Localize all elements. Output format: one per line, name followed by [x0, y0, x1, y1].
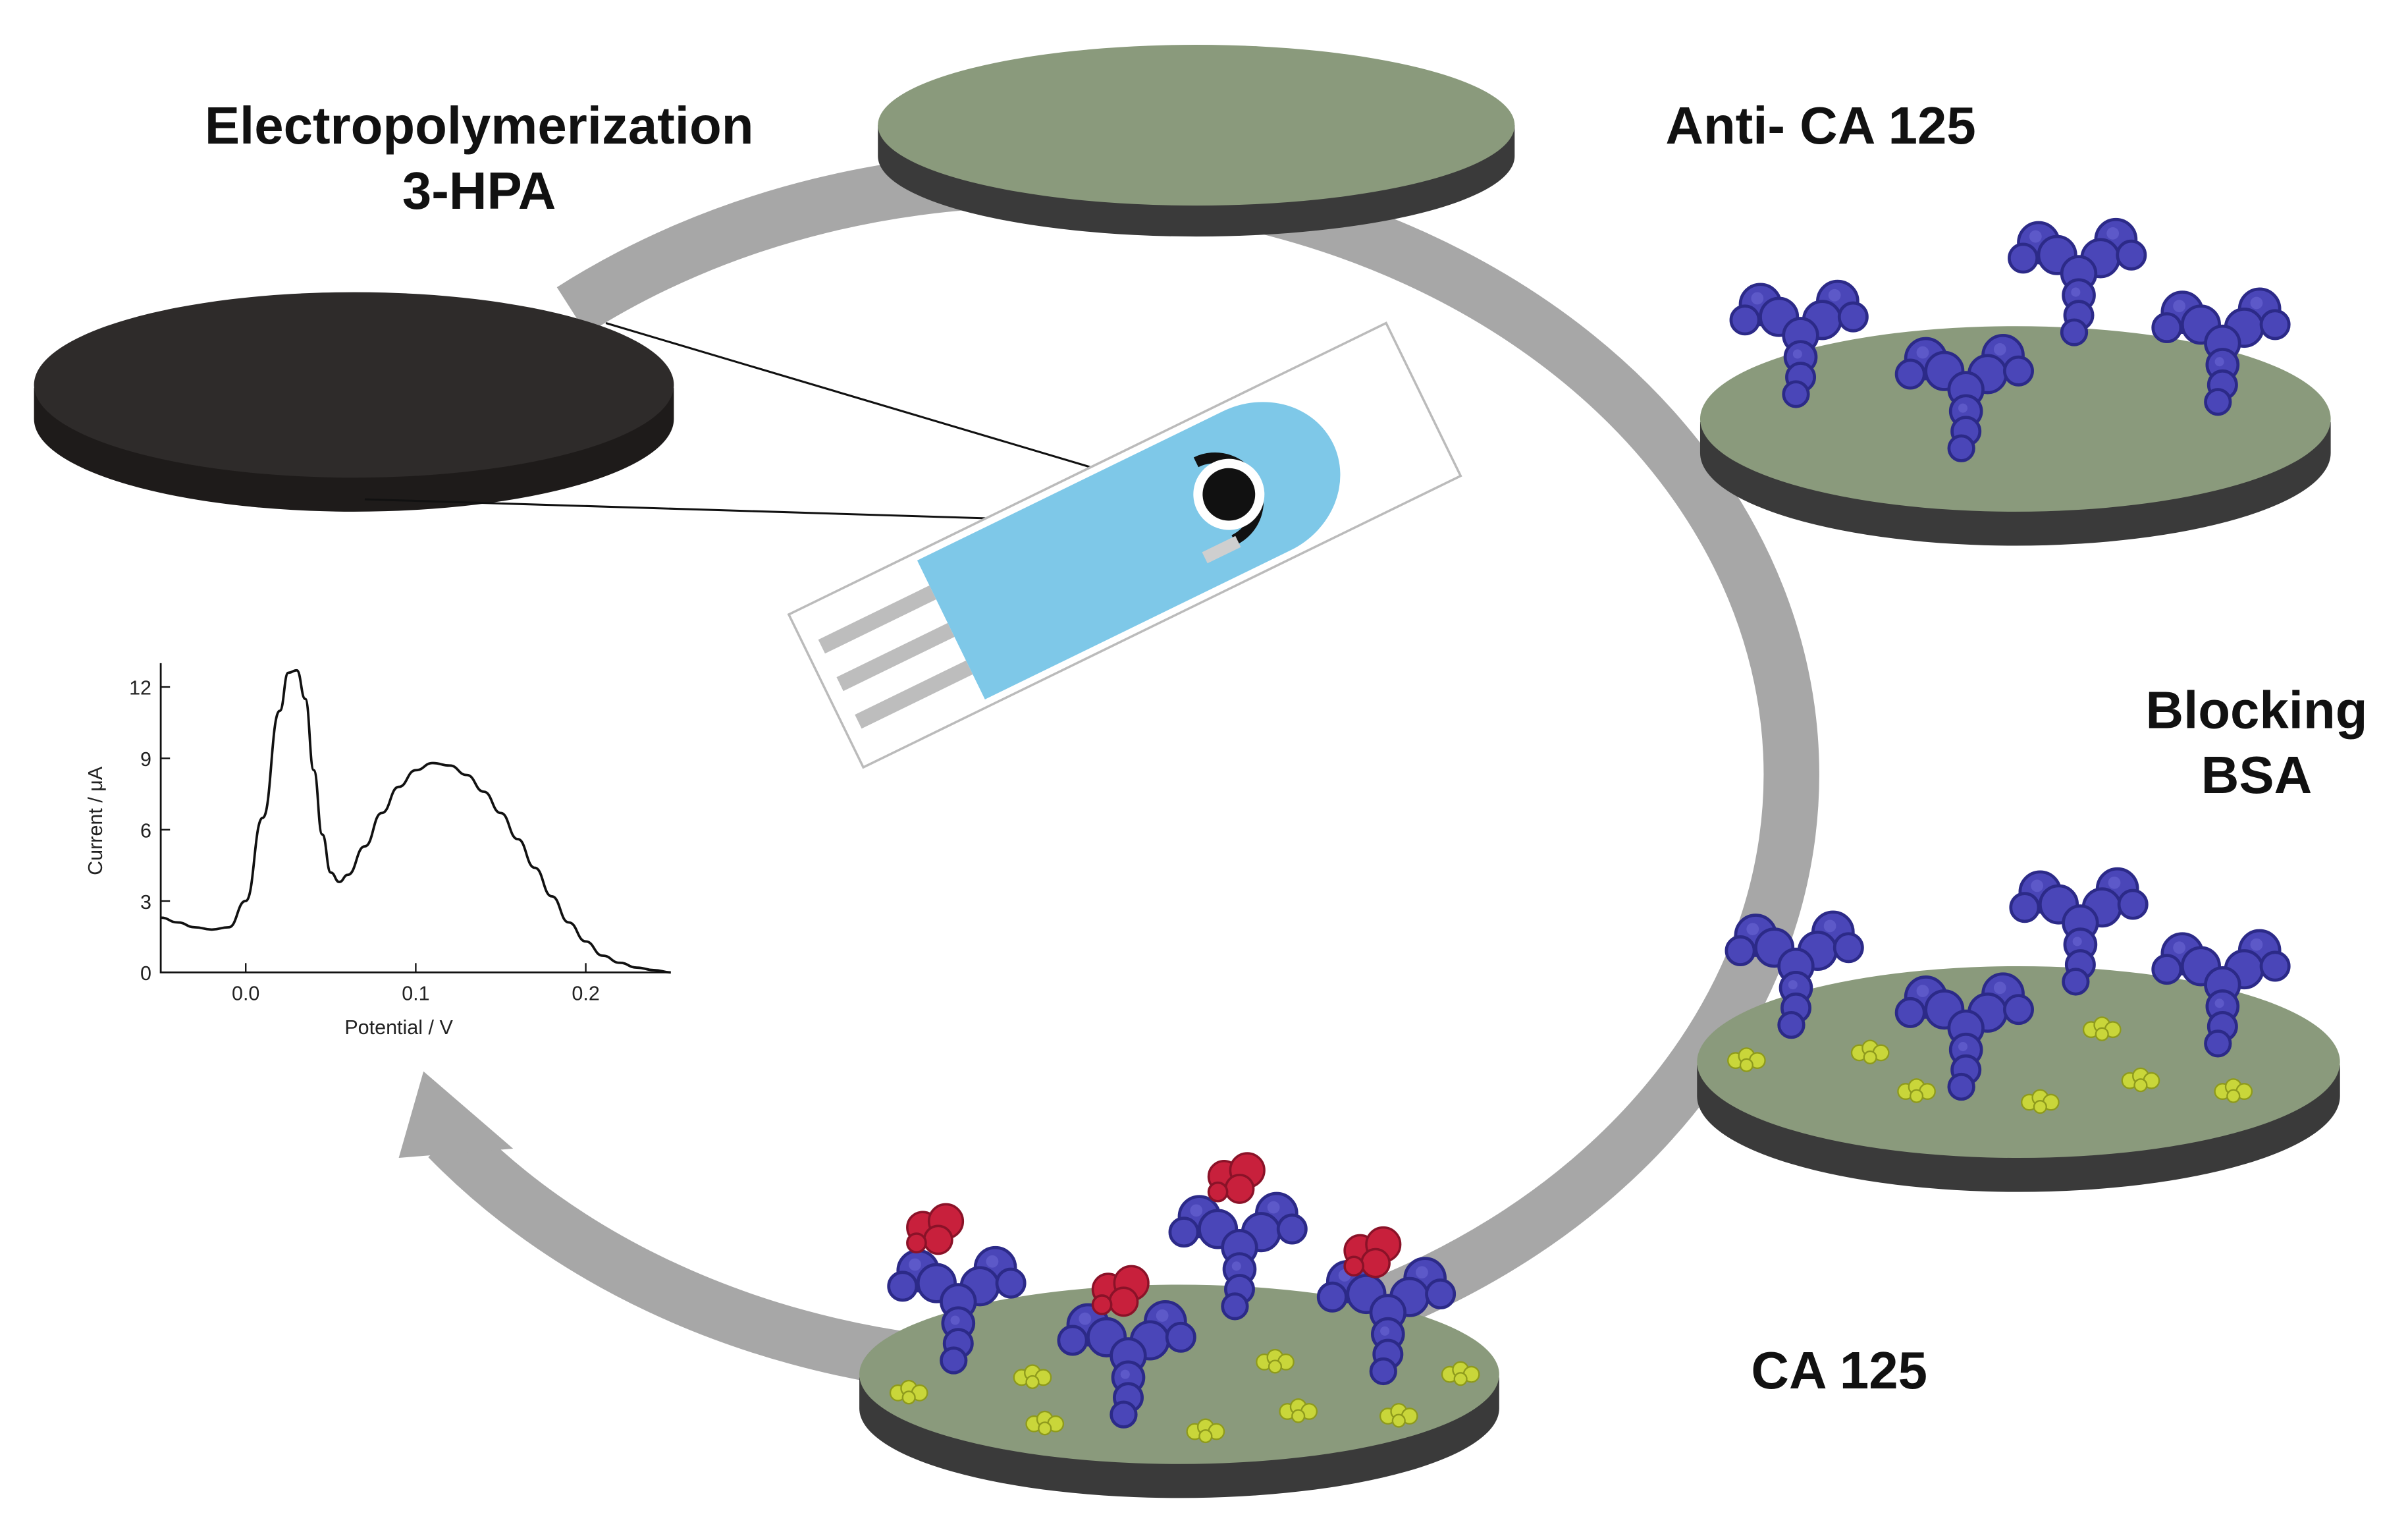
label-3hpa: 3-HPA: [402, 161, 556, 220]
chart-ylabel: Current / μA: [84, 766, 107, 875]
chart-xlabel: Potential / V: [344, 1016, 453, 1039]
chart-xtick-label: 0.0: [232, 983, 259, 1005]
label-bsa: BSA: [2201, 746, 2312, 804]
chart-series-line: [161, 669, 671, 974]
label-anti-ca125: Anti- CA 125: [1665, 96, 1975, 155]
antibody-icon: [2009, 219, 2145, 344]
chart-ytick-label: 3: [140, 891, 151, 914]
disk-bare-electrode: [34, 292, 674, 512]
dpv-chart: 0.0 0.1 0.2 0 3 6 9 12 Potential / V Current / …: [84, 663, 671, 1039]
chart-ytick-label: 12: [129, 677, 151, 699]
chart-xtick-label: 0.2: [572, 983, 599, 1005]
ca125-antigen-icon: [906, 1203, 965, 1255]
chart-ytick-label: 0: [140, 962, 151, 985]
label-ca125: CA 125: [1751, 1341, 1927, 1400]
chart-ytick-label: 6: [140, 819, 151, 842]
ca125-antigen-icon: [1207, 1152, 1266, 1204]
chart-axes: [159, 663, 671, 973]
disk-bsa-blocked: [1697, 869, 2340, 1192]
disk-antigen-captured: [859, 1152, 1499, 1498]
chart-ytick-label: 9: [140, 748, 151, 771]
zoom-line-top: [605, 322, 1148, 485]
label-blocking: Blocking: [2145, 680, 2367, 739]
disk-electropolymerized: [878, 45, 1515, 237]
cycle-arrowhead: [398, 1071, 514, 1159]
disk-antibody-immobilized: [1699, 219, 2331, 546]
chart-xtick-label: 0.1: [402, 983, 429, 1005]
ca125-antigen-icon: [1343, 1226, 1402, 1278]
label-electropolymerization: Electropolymerization: [205, 96, 754, 155]
screen-printed-electrode-icon: [787, 321, 1462, 769]
